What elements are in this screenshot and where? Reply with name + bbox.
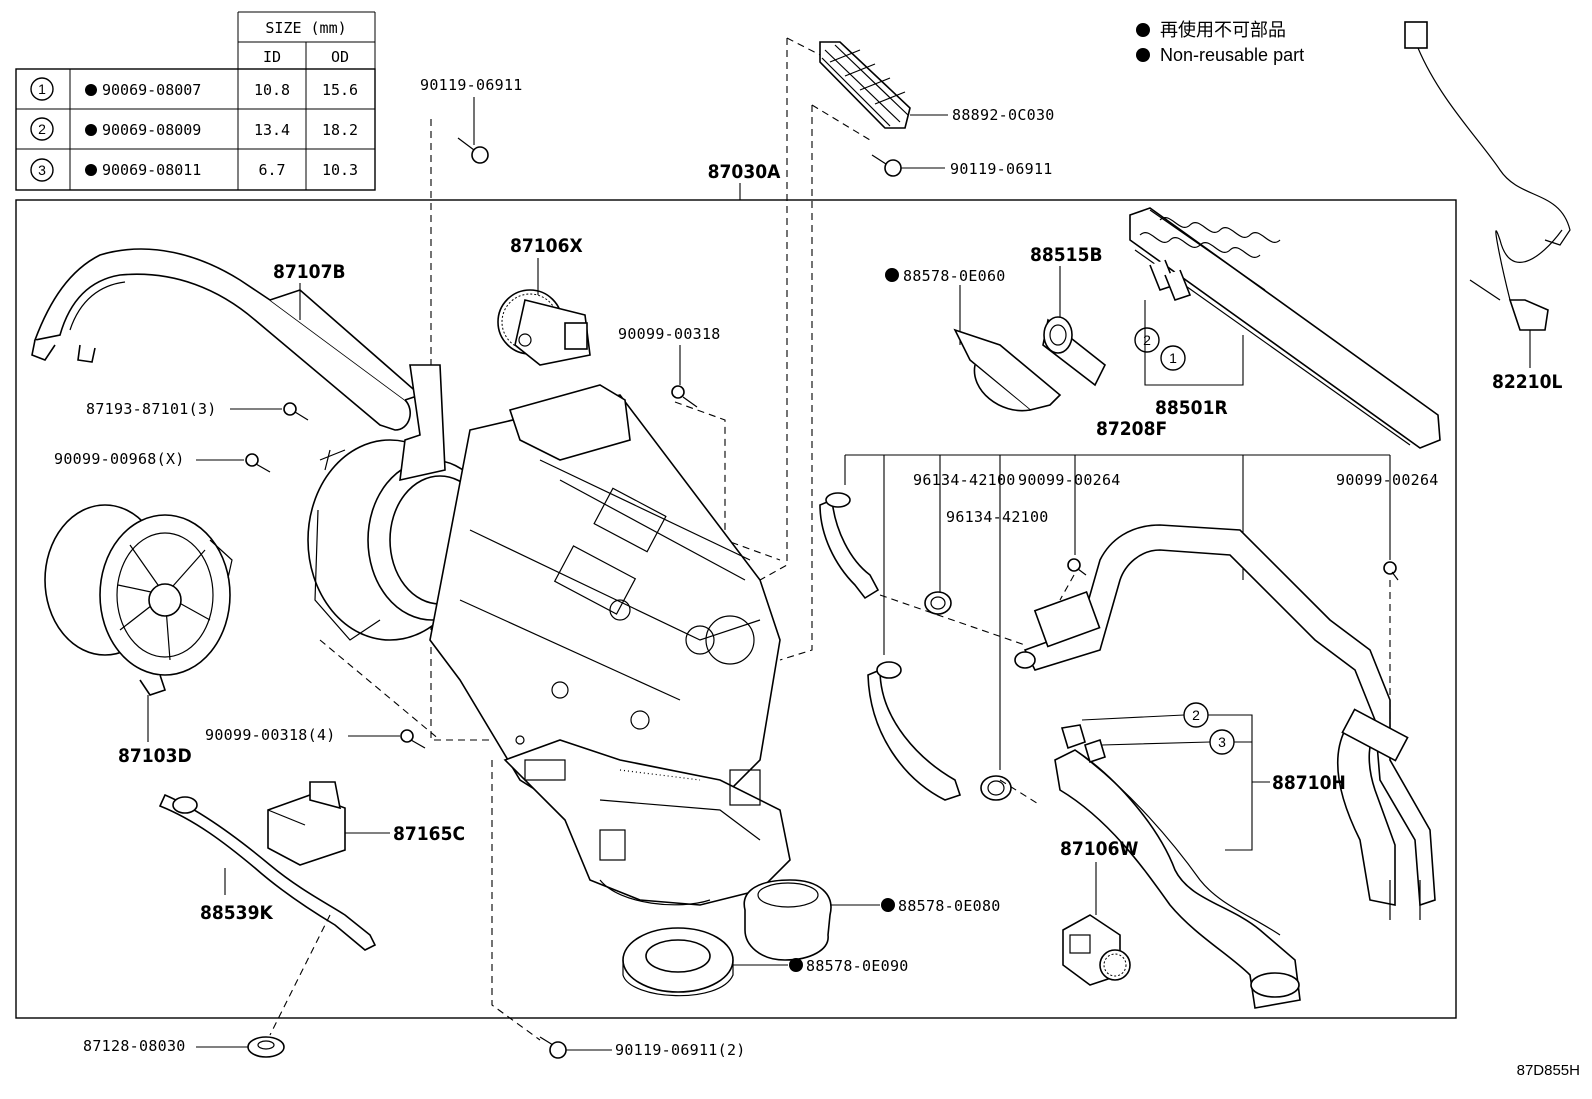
label-87103D[interactable]: 87103D	[118, 745, 192, 767]
screw-icon	[400, 729, 426, 749]
resistor-87165C[interactable]	[267, 781, 346, 866]
label-88578-0E080[interactable]: 88578-0E080	[898, 897, 1001, 915]
label-90099-00318-4[interactable]: 90099-00318(4)	[205, 726, 336, 744]
actuator-87106W[interactable]	[1062, 914, 1131, 986]
label-87106X[interactable]: 87106X	[510, 235, 583, 257]
screw-icon	[1067, 558, 1087, 576]
seal-88578-0E060[interactable]	[953, 328, 1062, 412]
label-88710H[interactable]: 88710H	[1272, 772, 1346, 794]
pipe-assembly-87208F[interactable]	[1014, 524, 1436, 920]
grommet-icon	[247, 1036, 285, 1058]
id-header: ID	[263, 48, 281, 66]
label-96134-42100-a[interactable]: 96134-42100	[913, 471, 1016, 489]
label-88578-0E060[interactable]: 88578-0E060	[903, 267, 1006, 285]
label-90099-00968[interactable]: 90099-00968(X)	[54, 450, 185, 468]
label-88578-0E090[interactable]: 88578-0E090	[806, 957, 909, 975]
size-header: SIZE (mm)	[265, 19, 346, 37]
hvac-housing[interactable]	[307, 364, 791, 906]
ref-circle-1: 1	[1169, 350, 1177, 366]
row-id: 10.8	[254, 81, 290, 99]
filter-88892[interactable]	[819, 41, 911, 129]
wire-82210L[interactable]	[1404, 21, 1571, 331]
row-part-number[interactable]: 90069-08009	[102, 121, 201, 139]
row-part-number[interactable]: 90069-08007	[102, 81, 201, 99]
row-od: 18.2	[322, 121, 358, 139]
bolt-icon	[539, 1036, 567, 1059]
row-ref: 2	[38, 121, 46, 137]
label-88892-0C030[interactable]: 88892-0C030	[952, 106, 1055, 124]
label-90099-00264-b[interactable]: 90099-00264	[1336, 471, 1439, 489]
sensor-88515B[interactable]	[1042, 316, 1107, 387]
non-reusable-dot-icon	[1136, 48, 1150, 62]
non-reusable-dot-icon	[789, 958, 803, 972]
label-88539K[interactable]: 88539K	[200, 902, 273, 924]
non-reusable-dot-icon	[885, 268, 899, 282]
evaporator-88501R[interactable]	[1129, 207, 1441, 449]
row-id: 6.7	[258, 161, 285, 179]
non-reusable-dot-icon	[1136, 23, 1150, 37]
hose-lower[interactable]	[867, 661, 962, 801]
label-87193-87101[interactable]: 87193-87101(3)	[86, 400, 217, 418]
od-header: OD	[331, 48, 349, 66]
row-ref: 1	[38, 81, 46, 97]
diagram-code: 87D855H	[1517, 1062, 1580, 1079]
actuator-87106X[interactable]	[497, 289, 591, 366]
seal-88578-0E090[interactable]	[622, 927, 734, 997]
label-90119-06911-top[interactable]: 90119-06911	[420, 76, 523, 94]
legend-english: Non-reusable part	[1160, 45, 1304, 65]
row-id: 13.4	[254, 121, 290, 139]
label-87030A[interactable]: 87030A	[708, 161, 781, 183]
label-88515B[interactable]: 88515B	[1030, 244, 1103, 266]
label-90099-00264-a[interactable]: 90099-00264	[1018, 471, 1121, 489]
screw-icon	[245, 453, 271, 473]
label-90119-06911-bottom[interactable]: 90119-06911(2)	[615, 1041, 746, 1059]
clamp-icon	[924, 591, 952, 615]
label-96134-42100-b[interactable]: 96134-42100	[946, 508, 1049, 526]
row-part-number[interactable]: 90069-08011	[102, 161, 201, 179]
label-87208F[interactable]: 87208F	[1096, 418, 1167, 440]
label-87165C[interactable]: 87165C	[393, 823, 465, 845]
hose-upper[interactable]	[819, 492, 880, 600]
blower-motor-87103D[interactable]	[44, 504, 233, 696]
duct-87107B[interactable]	[31, 248, 422, 431]
ref-circle-3: 3	[1218, 734, 1226, 750]
label-82210L[interactable]: 82210L	[1492, 371, 1562, 393]
screw-icon	[671, 385, 698, 408]
bolt-icon	[457, 137, 489, 164]
drain-hose-88539K[interactable]	[158, 793, 377, 951]
label-90099-00318[interactable]: 90099-00318	[618, 325, 721, 343]
row-od: 15.6	[322, 81, 358, 99]
row-ref: 3	[38, 162, 46, 178]
ref-circle-2: 2	[1143, 332, 1151, 348]
non-reusable-dot-icon	[881, 898, 895, 912]
assembly-frame	[15, 199, 1457, 1019]
label-87107B[interactable]: 87107B	[273, 261, 346, 283]
size-table: SIZE (mm) ID OD 1 90069-08007 10.8 15.6 …	[15, 11, 376, 191]
seal-88578-0E080[interactable]	[743, 879, 832, 961]
screw-icon	[283, 402, 309, 421]
row-od: 10.3	[322, 161, 358, 179]
label-87106W[interactable]: 87106W	[1060, 838, 1138, 860]
legend-japanese: 再使用不可部品	[1160, 20, 1286, 40]
screw-icon	[1383, 561, 1399, 581]
bolt-icon	[871, 154, 902, 177]
legend: 再使用不可部品 Non-reusable part	[1136, 20, 1304, 65]
label-87128-08030[interactable]: 87128-08030	[83, 1037, 186, 1055]
label-90119-06911-right[interactable]: 90119-06911	[950, 160, 1053, 178]
clamp-icon	[980, 775, 1012, 801]
ref-circle-2: 2	[1192, 707, 1200, 723]
pipe-assembly-88710H[interactable]	[1054, 724, 1301, 1009]
label-88501R[interactable]: 88501R	[1155, 397, 1228, 419]
